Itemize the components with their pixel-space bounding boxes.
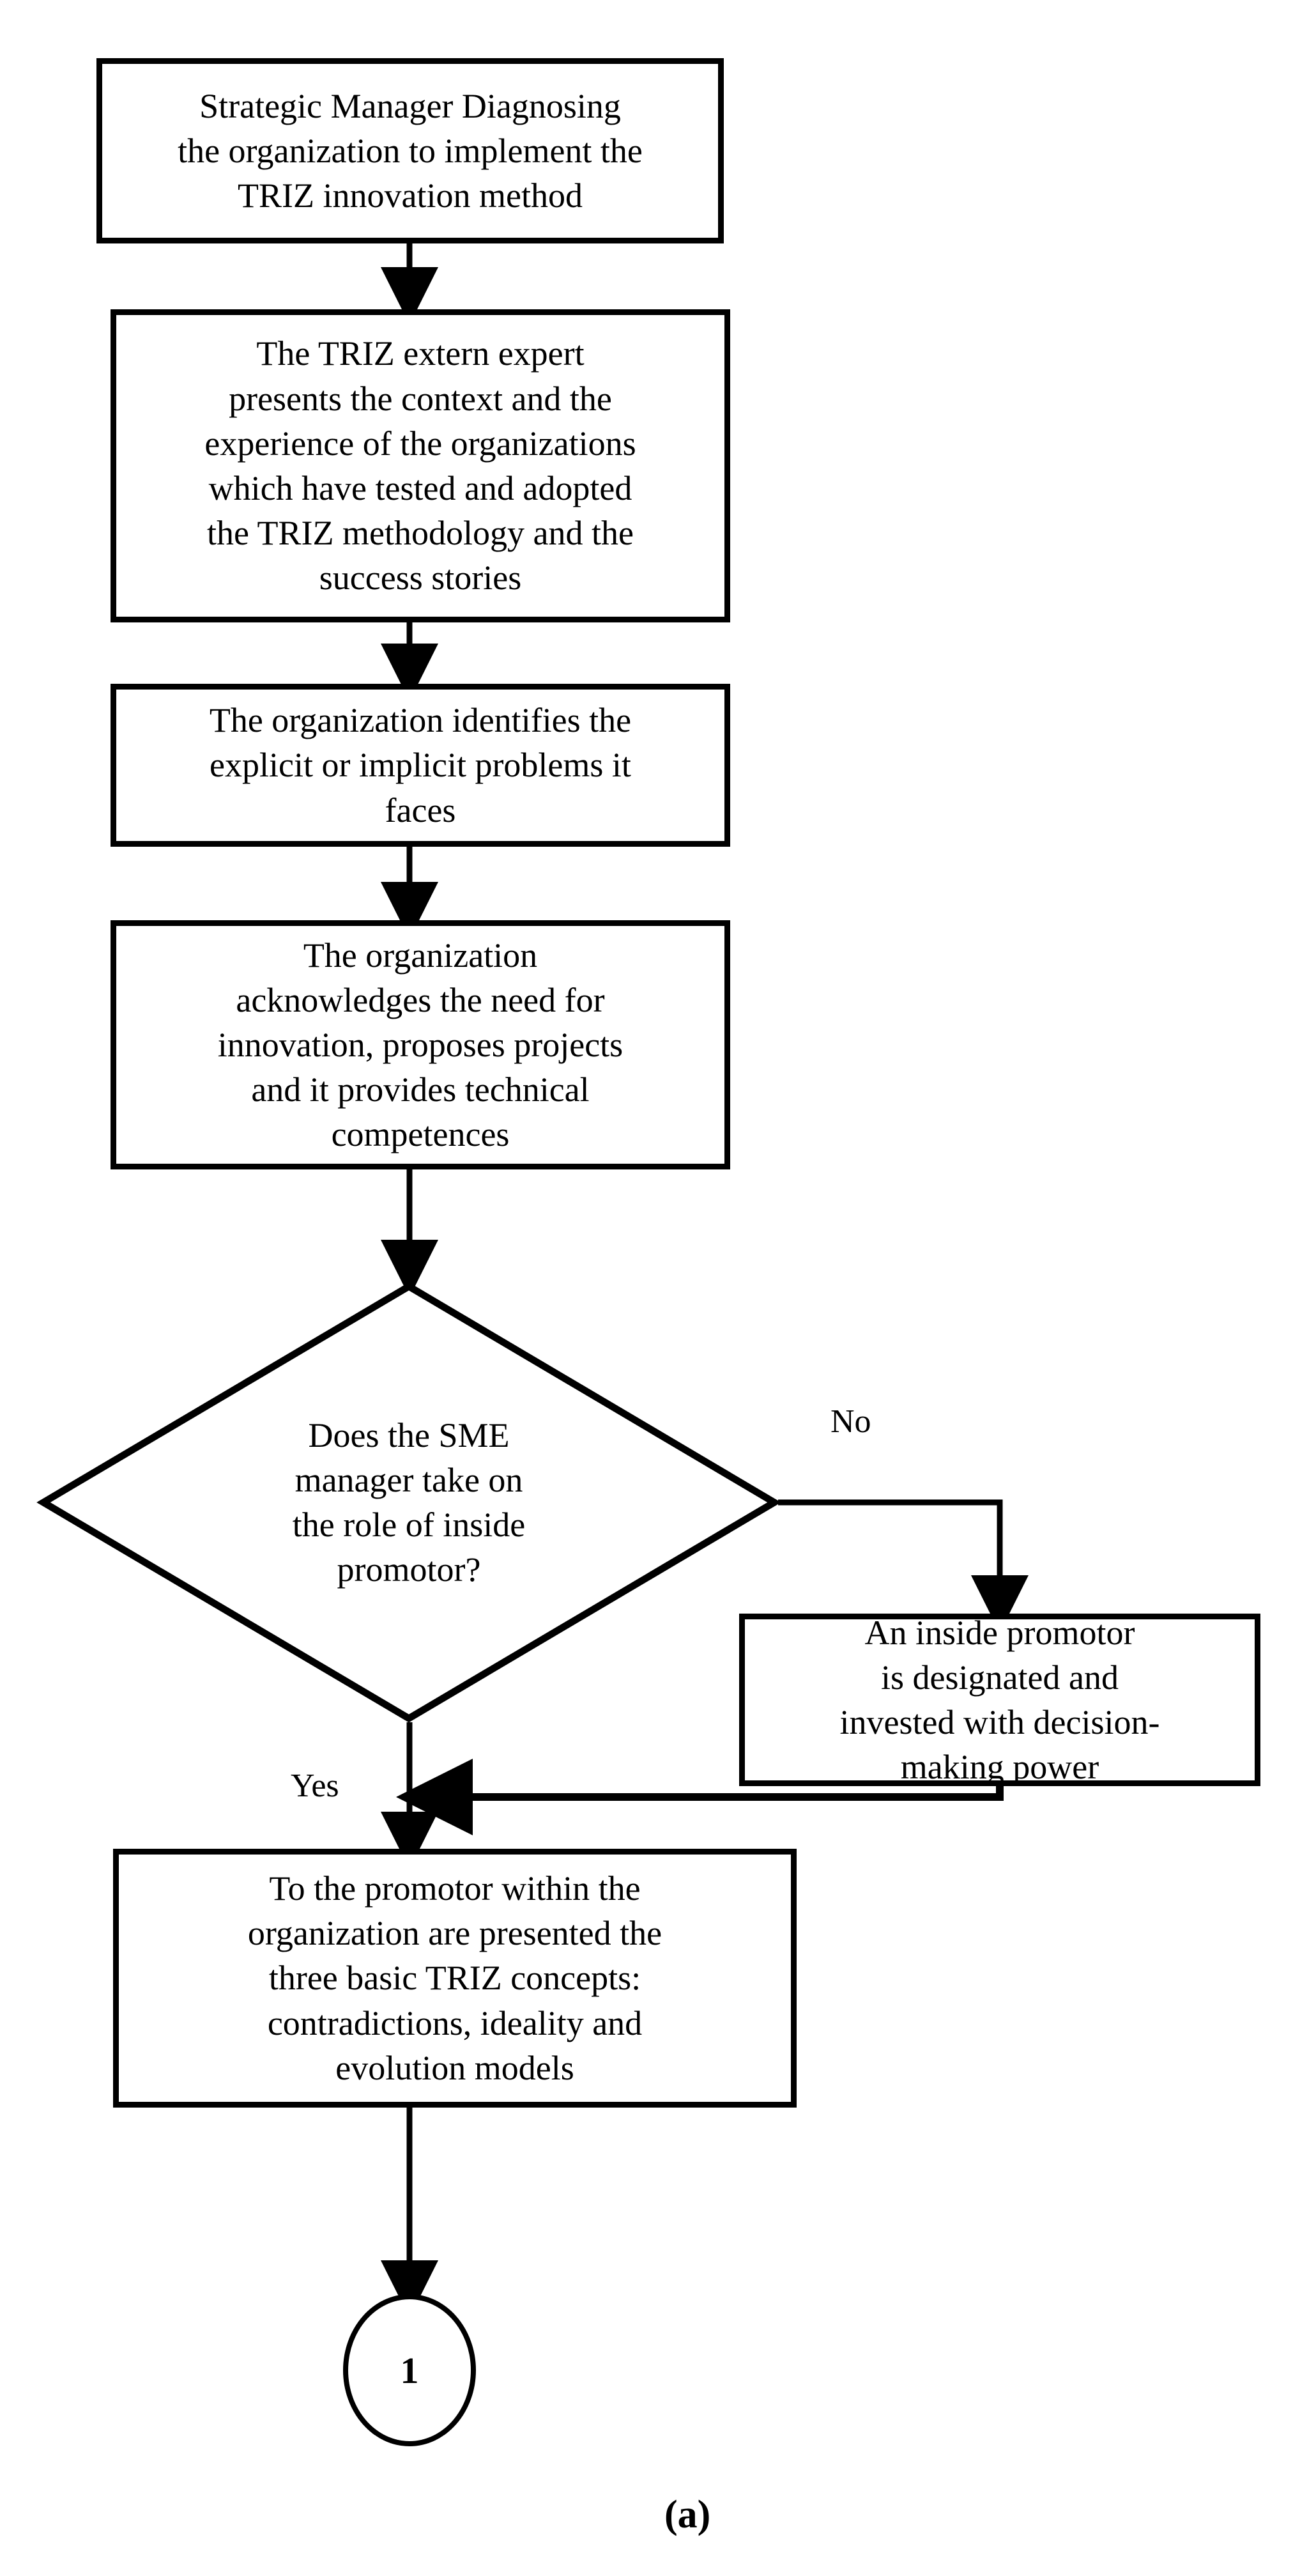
node-step6-label: To the promotor within the organization … (247, 1869, 662, 2087)
decision-diamond-shape (36, 1282, 781, 1723)
node-decision[interactable]: Does the SME manager take on the role of… (36, 1282, 781, 1723)
node-step3-label: The organization identifies the explicit… (209, 701, 632, 829)
node-step1[interactable]: Strategic Manager Diagnosing the organiz… (96, 58, 724, 243)
node-connector1[interactable]: 1 (343, 2294, 476, 2446)
node-step1-label: Strategic Manager Diagnosing the organiz… (178, 86, 643, 215)
node-step6[interactable]: To the promotor within the organization … (113, 1849, 797, 2108)
node-step2-label: The TRIZ extern expert presents the cont… (204, 334, 636, 598)
edge-label-no: No (830, 1403, 871, 1440)
node-step5[interactable]: An inside promotor is designated and inv… (739, 1614, 1260, 1786)
edge-label-yes: Yes (291, 1768, 339, 1804)
edge-decision-step5-no (778, 1499, 1029, 1633)
node-step3[interactable]: The organization identifies the explicit… (111, 684, 730, 847)
node-decision-label: Does the SME manager take on the role of… (292, 1415, 526, 1589)
node-step5-label: An inside promotor is designated and inv… (839, 1613, 1160, 1787)
node-connector1-label: 1 (400, 2349, 419, 2391)
node-step4-label: The organization acknowledges the need f… (217, 936, 624, 1154)
node-step4[interactable]: The organization acknowledges the need f… (111, 920, 730, 1169)
node-step2[interactable]: The TRIZ extern expert presents the cont… (111, 309, 730, 622)
figure-caption: (a) (664, 2493, 711, 2536)
